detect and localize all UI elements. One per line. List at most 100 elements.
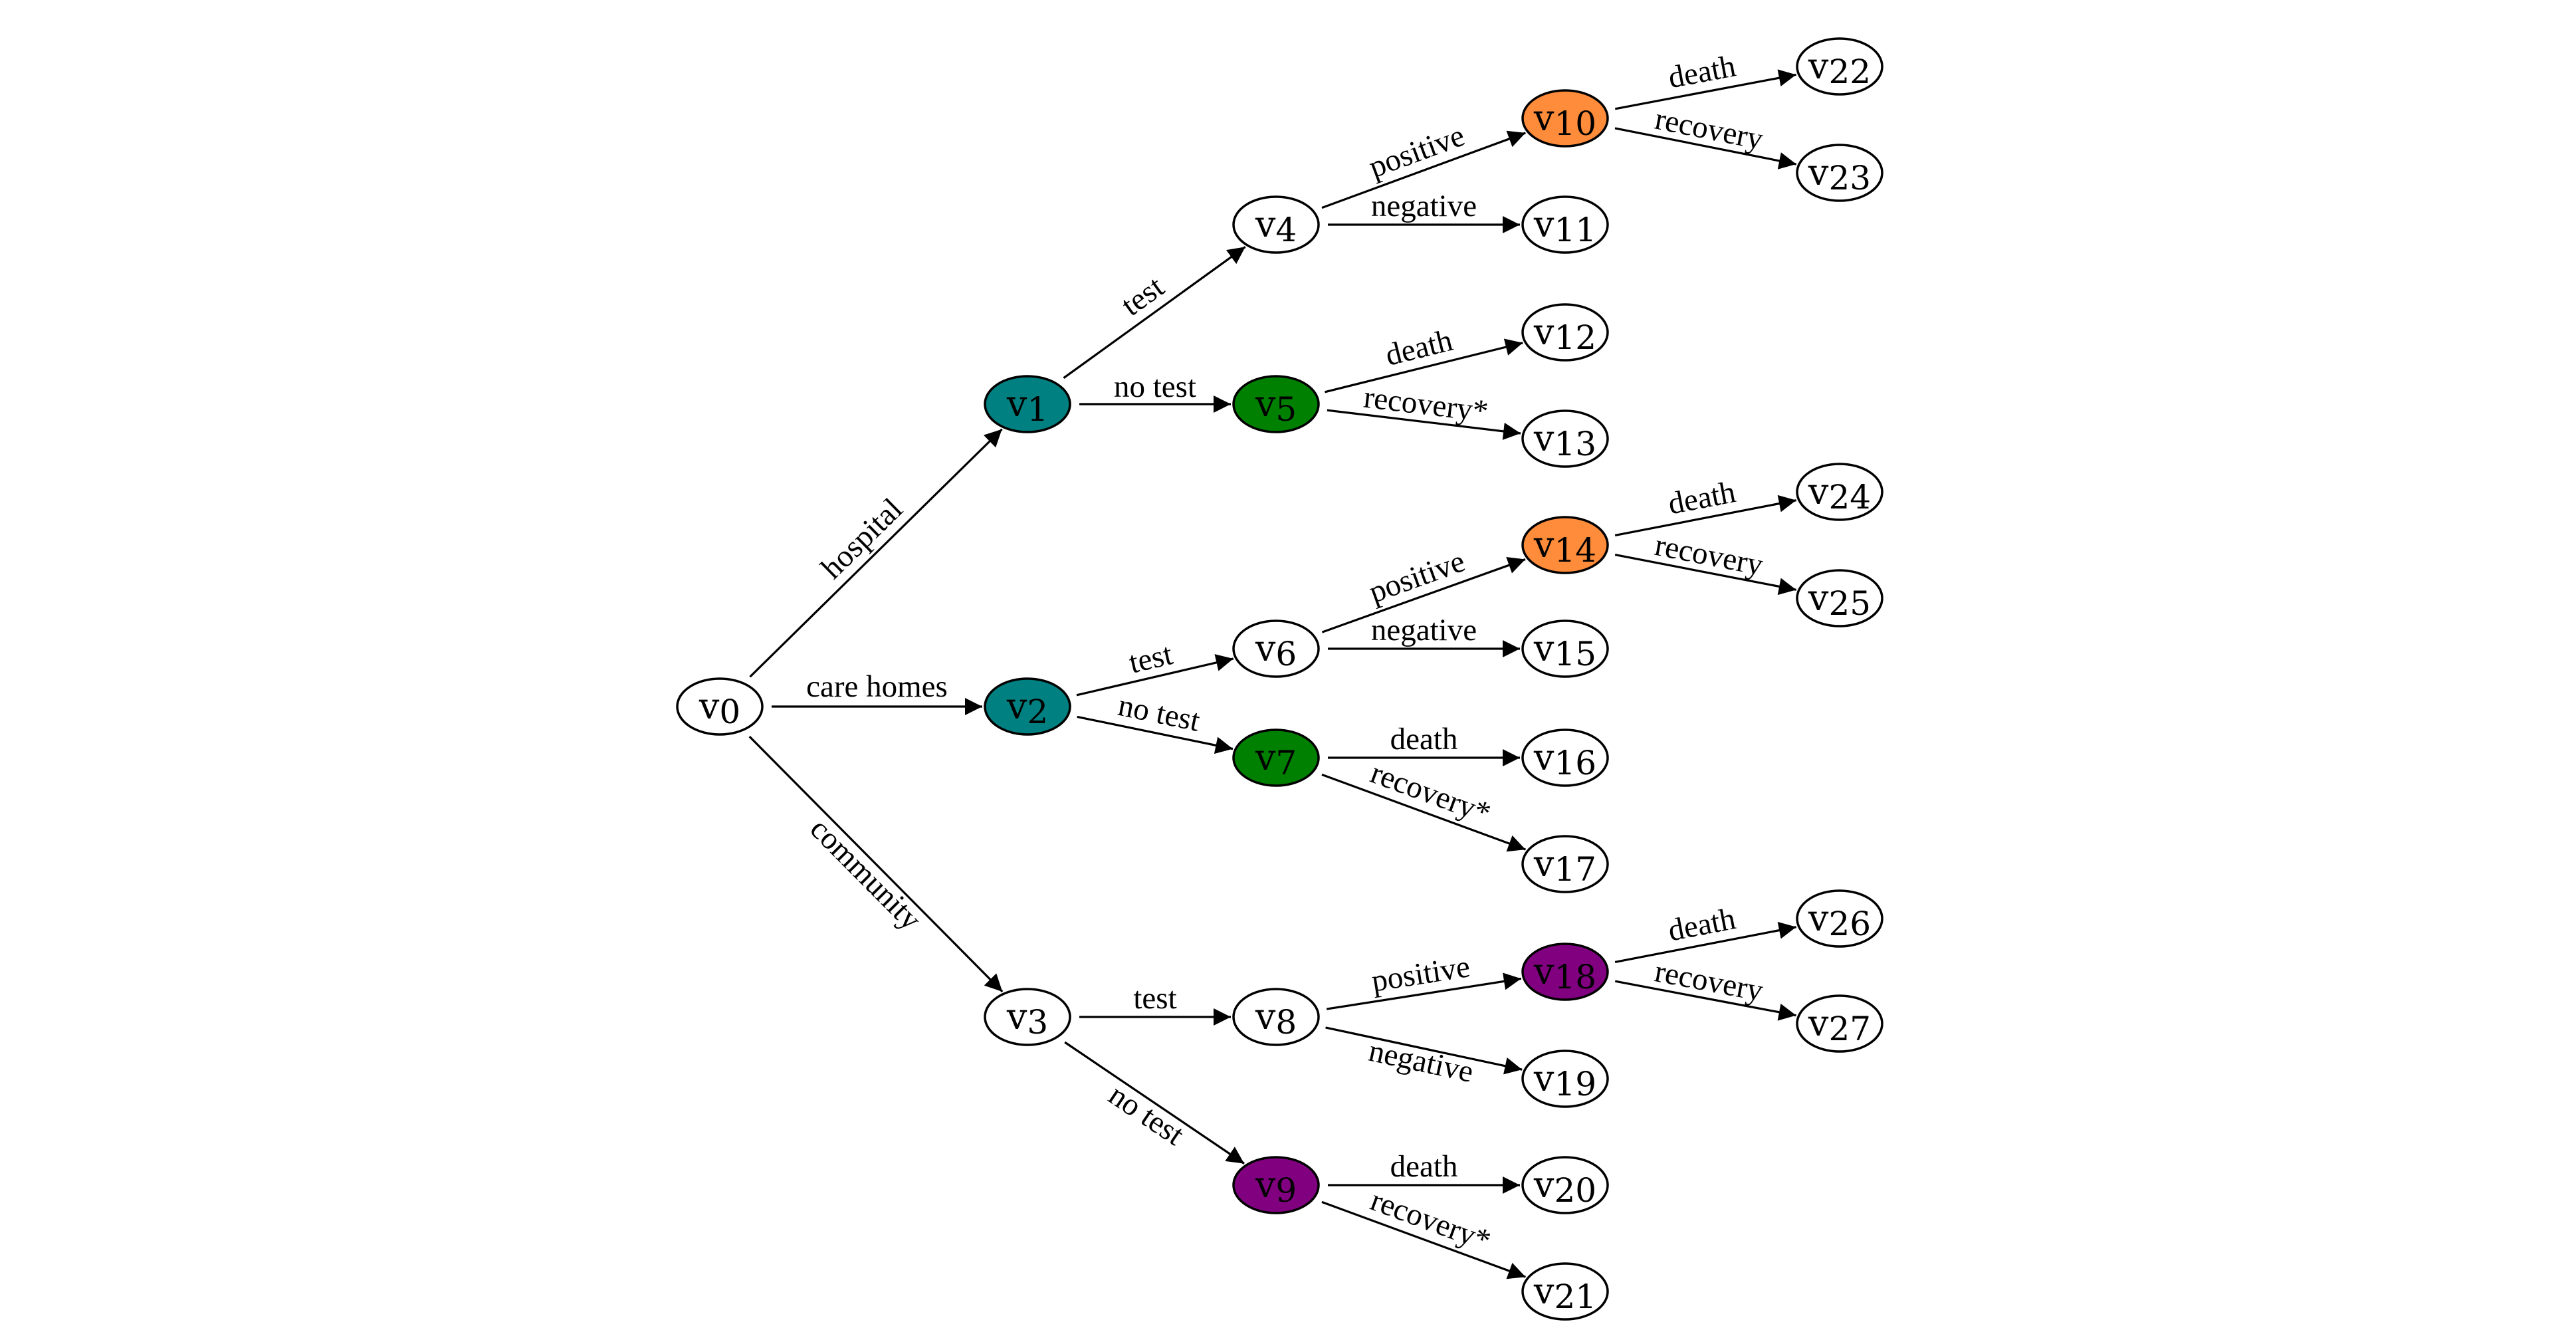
node-ellipse bbox=[984, 988, 1071, 1046]
edge-v3-v8: test bbox=[1079, 981, 1231, 1026]
node-ellipse bbox=[1796, 889, 1883, 948]
edge-v10-v23: recovery bbox=[1614, 102, 1797, 169]
node-v24: v24 bbox=[1796, 463, 1883, 521]
edge-arrow bbox=[1614, 553, 1796, 596]
node-label: v26 bbox=[1808, 897, 1871, 943]
node-v23: v23 bbox=[1796, 144, 1883, 202]
edge-v7-v17: recovery* bbox=[1321, 756, 1526, 852]
edge-v5-v13: recovery* bbox=[1327, 380, 1521, 440]
node-v2: v2 bbox=[984, 677, 1071, 736]
node-label-subscript: 1 bbox=[1027, 390, 1048, 429]
node-ellipse bbox=[1521, 619, 1609, 678]
node-ellipse bbox=[1521, 1262, 1609, 1321]
edge-arrow bbox=[1614, 921, 1796, 964]
node-ellipse bbox=[1232, 375, 1320, 433]
edge-label: positive bbox=[1364, 118, 1469, 185]
edge-label: positive bbox=[1369, 949, 1472, 998]
node-label-base: v bbox=[1006, 996, 1027, 1038]
node-v19: v19 bbox=[1521, 1050, 1609, 1108]
node-label-subscript: 0 bbox=[719, 693, 740, 731]
node-label: v7 bbox=[1255, 736, 1297, 782]
node-v6: v6 bbox=[1232, 619, 1320, 678]
edge-v1-v4: test bbox=[1063, 246, 1246, 380]
node-ellipse bbox=[984, 677, 1071, 736]
node-label: v18 bbox=[1533, 950, 1596, 996]
edge-label: test bbox=[1133, 981, 1176, 1016]
edge-v3-v9: no test bbox=[1064, 1041, 1245, 1165]
node-v5: v5 bbox=[1232, 375, 1320, 433]
edge-label: no test bbox=[1114, 370, 1196, 404]
edge-v14-v24: death bbox=[1614, 475, 1796, 537]
edge-arrow bbox=[1064, 1041, 1245, 1165]
node-label-base: v bbox=[1255, 383, 1276, 425]
node-ellipse bbox=[1796, 994, 1883, 1053]
edge-v1-v5: no test bbox=[1079, 370, 1231, 413]
edge-arrow bbox=[1614, 980, 1796, 1021]
node-label-base: v bbox=[1255, 1164, 1276, 1206]
node-label-subscript: 4 bbox=[1275, 211, 1297, 249]
node-label-base: v bbox=[1533, 843, 1555, 885]
edge-v0-v3: community bbox=[748, 736, 1004, 993]
node-ellipse bbox=[1521, 728, 1609, 787]
edge-label: recovery bbox=[1652, 102, 1767, 157]
node-label: v11 bbox=[1533, 203, 1596, 249]
edge-label: hospital bbox=[815, 492, 910, 586]
node-label-base: v bbox=[1533, 203, 1555, 245]
node-label-subscript: 5 bbox=[1275, 390, 1297, 429]
node-label-base: v bbox=[1006, 383, 1027, 425]
edge-label: death bbox=[1390, 722, 1458, 756]
edge-label: care homes bbox=[806, 669, 948, 704]
node-label: v3 bbox=[1006, 996, 1048, 1042]
edge-arrow bbox=[1325, 1026, 1523, 1075]
node-label: v23 bbox=[1808, 152, 1871, 197]
node-ellipse bbox=[984, 375, 1071, 433]
edge-arrow bbox=[749, 428, 1003, 678]
node-v1: v1 bbox=[984, 375, 1071, 433]
edge-label: community bbox=[804, 812, 928, 937]
edge-arrow bbox=[1614, 127, 1797, 169]
node-v14: v14 bbox=[1521, 516, 1609, 574]
node-label-subscript: 25 bbox=[1828, 584, 1871, 623]
node-ellipse bbox=[1232, 1156, 1320, 1214]
edge-v2-v7: no test bbox=[1077, 688, 1234, 754]
edge-label: no test bbox=[1103, 1077, 1190, 1153]
node-label-subscript: 17 bbox=[1554, 850, 1596, 889]
node-label: v12 bbox=[1533, 311, 1596, 357]
node-label-base: v bbox=[1533, 97, 1555, 139]
edge-v18-v26: death bbox=[1614, 901, 1796, 964]
node-ellipse bbox=[1232, 195, 1320, 254]
node-label-subscript: 18 bbox=[1554, 958, 1596, 996]
node-label-subscript: 6 bbox=[1275, 635, 1297, 673]
node-label-base: v bbox=[1255, 627, 1276, 669]
edge-label: positive bbox=[1364, 544, 1469, 610]
node-ellipse bbox=[1232, 988, 1320, 1046]
nodes-layer: v0v1v2v3v4v5v6v7v8v9v10v11v12v13v14v15v1… bbox=[676, 37, 1883, 1321]
node-ellipse bbox=[1232, 619, 1320, 678]
node-label-base: v bbox=[1808, 897, 1829, 939]
edge-label: negative bbox=[1371, 189, 1477, 223]
edge-label: no test bbox=[1115, 688, 1203, 738]
node-ellipse bbox=[1796, 37, 1883, 96]
node-label-subscript: 19 bbox=[1554, 1065, 1596, 1103]
node-label: v6 bbox=[1255, 627, 1297, 673]
edge-label: recovery* bbox=[1366, 756, 1495, 832]
node-ellipse bbox=[1521, 1050, 1609, 1108]
edge-arrow bbox=[1321, 557, 1526, 633]
edge-arrow bbox=[1614, 69, 1796, 110]
node-v21: v21 bbox=[1521, 1262, 1609, 1321]
node-label: v21 bbox=[1533, 1270, 1596, 1316]
node-label: v17 bbox=[1533, 843, 1596, 889]
node-v12: v12 bbox=[1521, 303, 1609, 362]
node-ellipse bbox=[1521, 516, 1609, 574]
node-label: v13 bbox=[1533, 417, 1596, 463]
node-label: v20 bbox=[1533, 1164, 1596, 1210]
node-label-subscript: 7 bbox=[1275, 744, 1297, 782]
node-label-base: v bbox=[1255, 203, 1276, 245]
edge-arrow bbox=[1327, 409, 1521, 440]
edge-v8-v18: positive bbox=[1326, 949, 1522, 1010]
node-label-base: v bbox=[1808, 471, 1829, 512]
node-v9: v9 bbox=[1232, 1156, 1320, 1214]
node-label-base: v bbox=[1808, 45, 1829, 87]
node-label-subscript: 20 bbox=[1554, 1171, 1596, 1210]
